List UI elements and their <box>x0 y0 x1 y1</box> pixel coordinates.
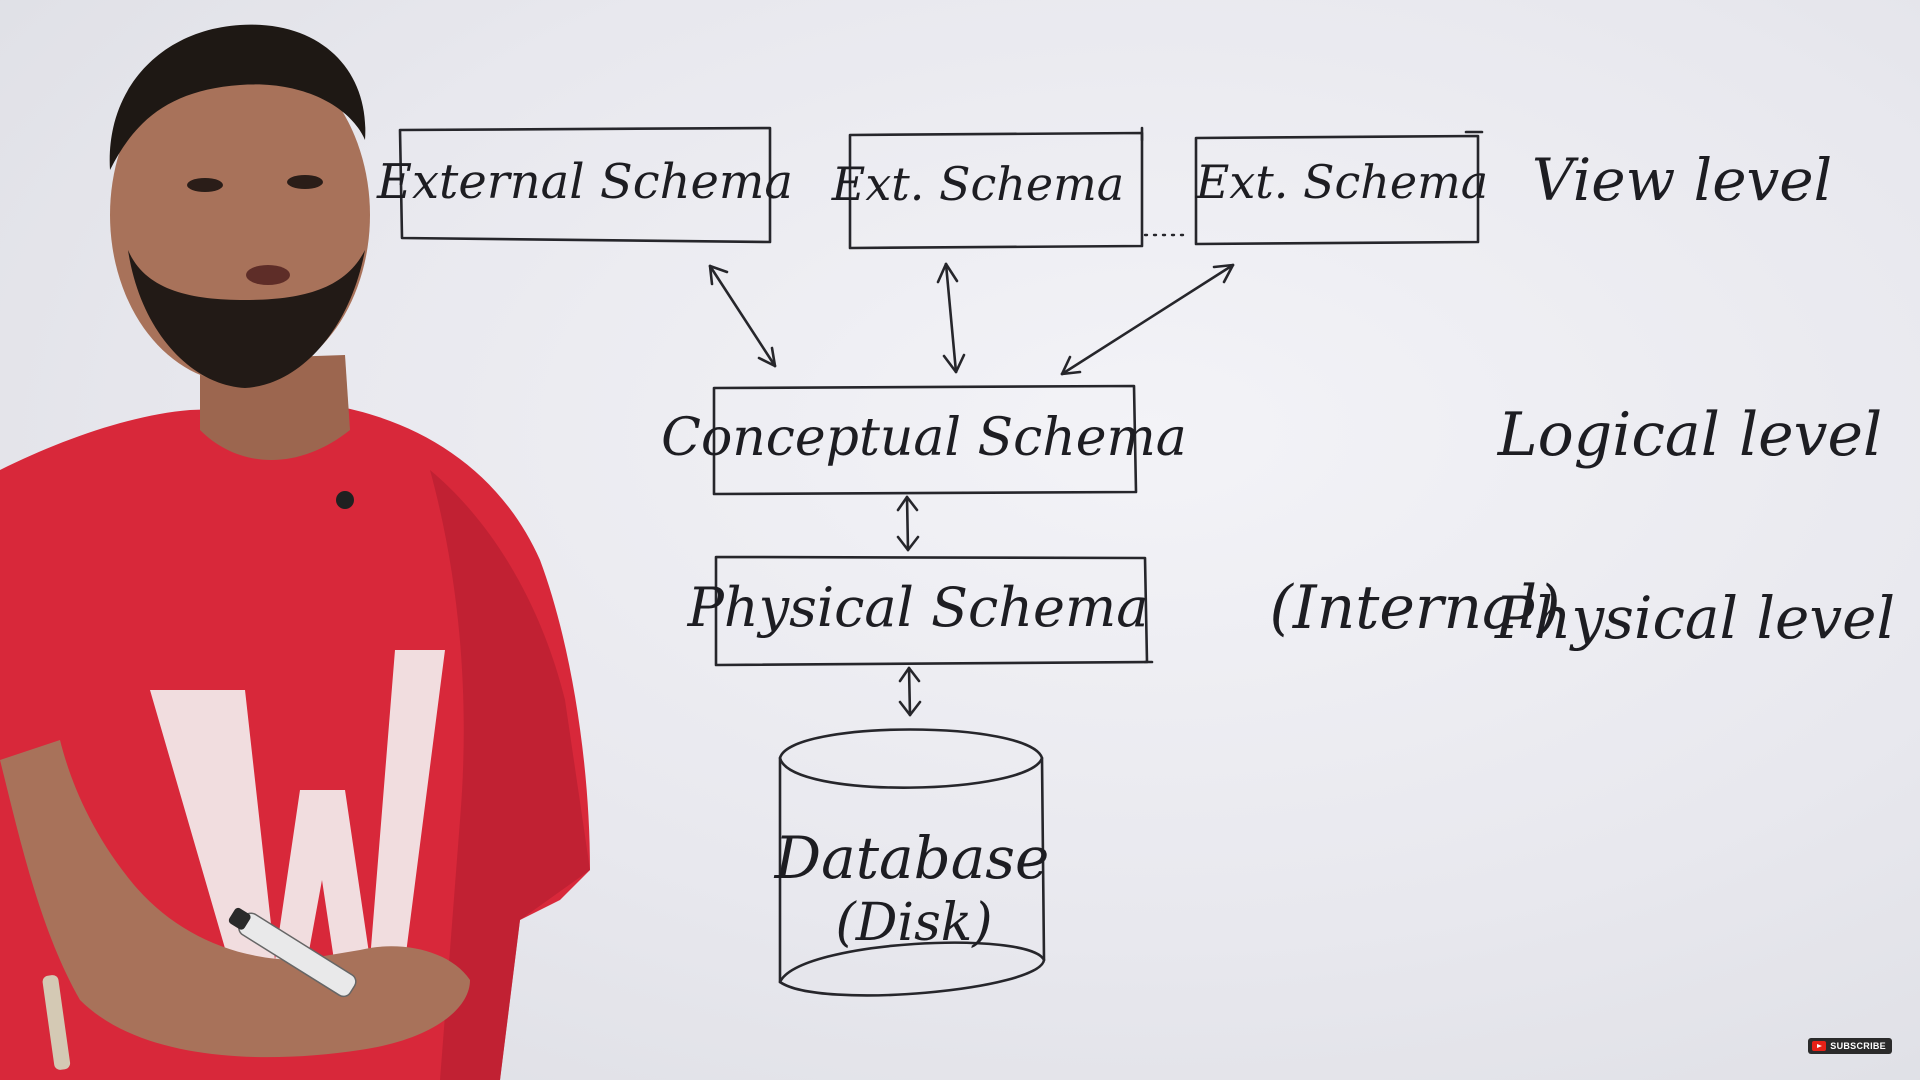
presenter-shirt-shadow <box>430 470 590 1080</box>
ext-schema-label-3: Ext. Schema <box>1195 155 1488 209</box>
external-schema-box: External Schema <box>376 126 793 244</box>
presenter-bracelet <box>42 975 71 1070</box>
database-cylinder: Database (Disk) <box>774 728 1050 997</box>
arrow-conceptual-to-physical <box>896 495 920 552</box>
physical-level-label: Physical level <box>1494 584 1895 652</box>
external-schema-label: External Schema <box>376 154 793 210</box>
arrow-ext3-to-conceptual <box>1060 263 1235 376</box>
physical-schema-label: Physical Schema <box>687 576 1149 639</box>
presenter-beard <box>128 250 365 388</box>
presenter-eye-left <box>187 178 223 192</box>
presenter-hair <box>109 24 366 170</box>
marker-pen <box>228 907 357 998</box>
conceptual-schema-box: Conceptual Schema <box>661 384 1187 496</box>
internal-label: (Internal) <box>1269 573 1560 643</box>
ext-schema-box-2: Ext. Schema <box>831 126 1144 250</box>
disk-label: (Disk) <box>835 893 992 953</box>
arrow-ext2-to-conceptual <box>936 262 966 374</box>
presenter-eye-right <box>287 175 323 189</box>
shirt-graphic <box>150 650 445 1000</box>
lapel-mic <box>336 491 354 509</box>
youtube-play-icon <box>1812 1041 1827 1051</box>
ext-schema-box-3: Ext. Schema <box>1194 130 1488 246</box>
presenter <box>0 24 590 1080</box>
subscribe-button[interactable]: SUBSCRIBE <box>1808 1038 1892 1054</box>
arrow-physical-to-database <box>898 666 922 717</box>
database-label: Database <box>774 824 1050 892</box>
arrow-external-to-conceptual <box>708 264 777 368</box>
physical-schema-box: Physical Schema <box>687 555 1154 667</box>
view-level-label: View level <box>1532 146 1832 214</box>
conceptual-schema-label: Conceptual Schema <box>661 408 1187 468</box>
subscribe-label: SUBSCRIBE <box>1830 1041 1886 1051</box>
presenter-mouth <box>246 265 290 285</box>
logical-level-label: Logical level <box>1497 400 1883 470</box>
ext-schema-label-2: Ext. Schema <box>831 157 1124 211</box>
